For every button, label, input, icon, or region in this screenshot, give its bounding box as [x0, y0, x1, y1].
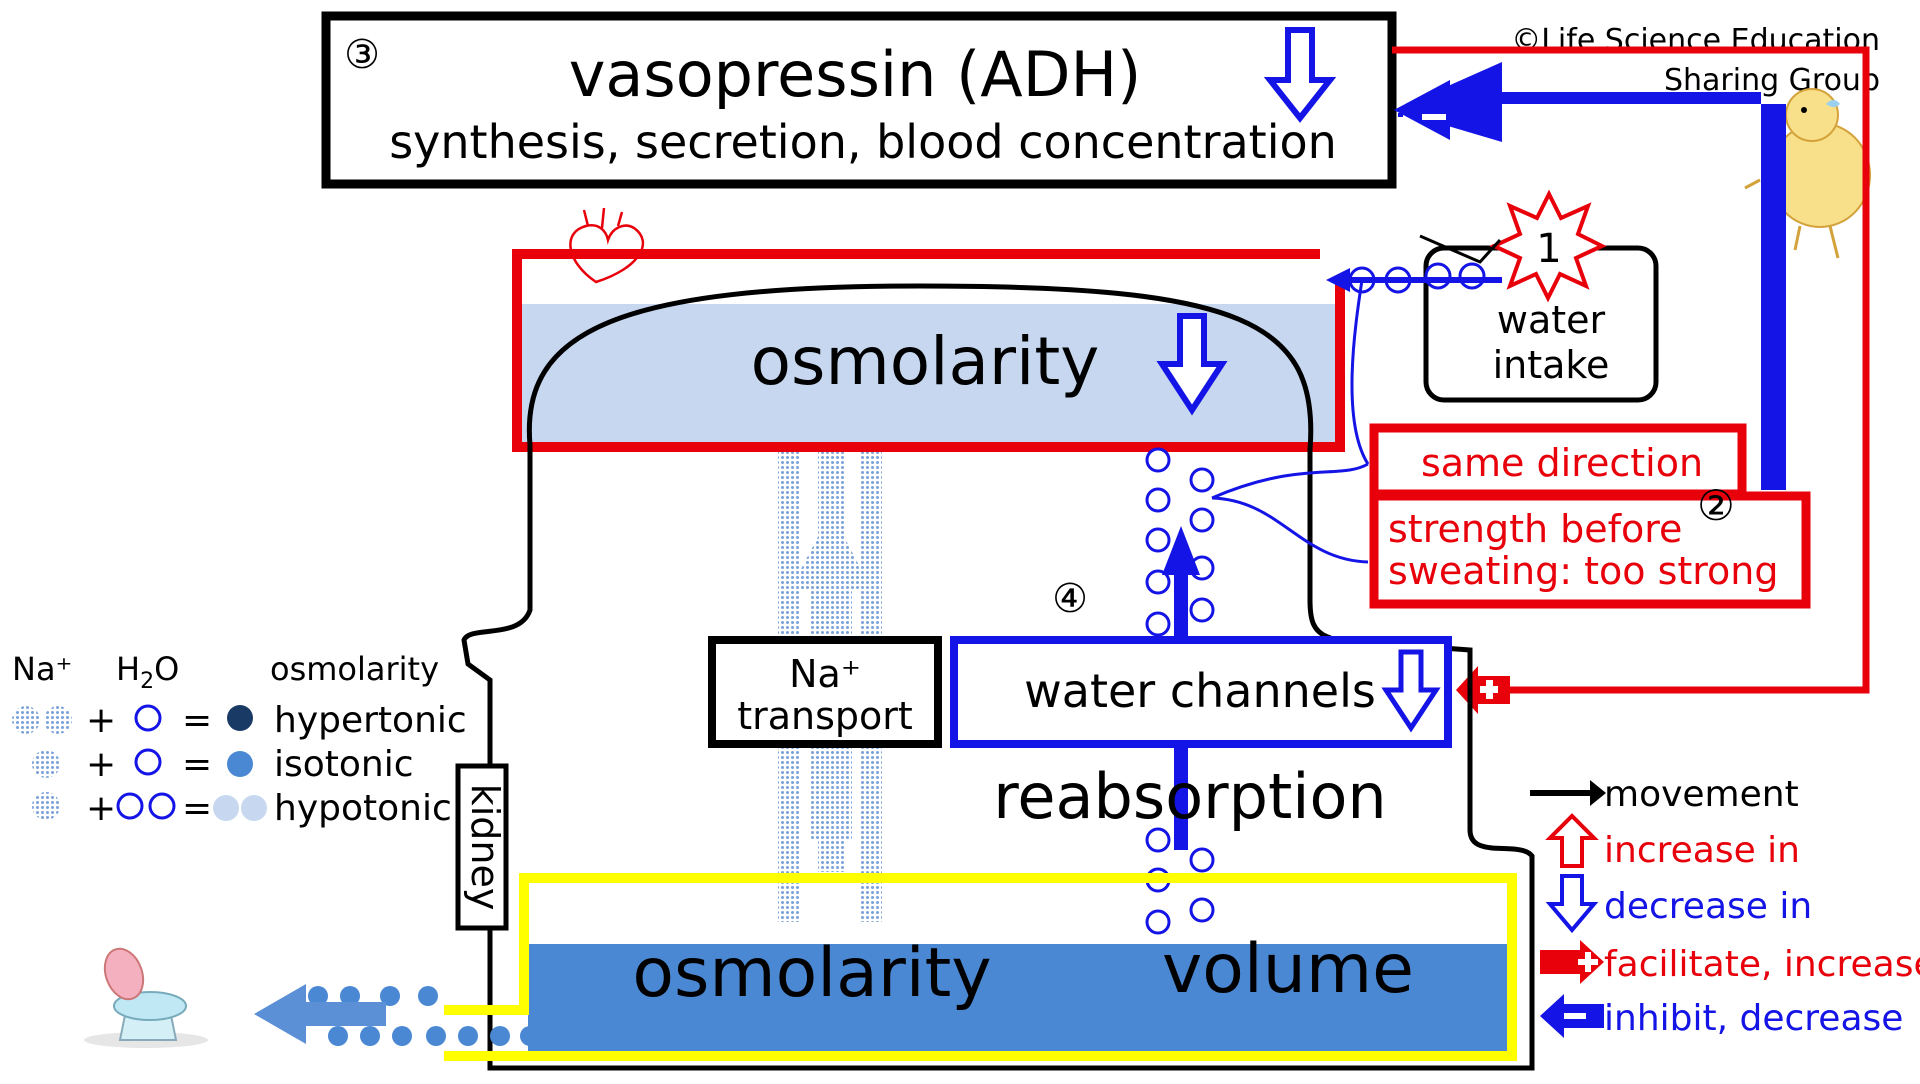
water-channels-box: water channels: [950, 636, 1452, 748]
key-na-header: Na⁺: [12, 650, 72, 688]
urine-box: osmolarity volume: [444, 873, 1517, 1061]
key-isotonic: isotonic: [274, 744, 414, 785]
note-number: ②: [1697, 481, 1735, 530]
key-plus-3: +: [86, 788, 116, 829]
water-intake-line2: intake: [1493, 343, 1610, 387]
water-channels-label: water channels: [1024, 664, 1376, 718]
kidney-number: ④: [1052, 576, 1088, 622]
arrow-legend: movement increase in decrease in facilit…: [1530, 774, 1920, 1039]
movement-arrow-icon: [1530, 780, 1606, 806]
legend-movement: movement: [1604, 774, 1799, 815]
key-equals-3: =: [182, 788, 212, 829]
heart-icon: [569, 207, 645, 284]
channels-decrease-arrow-icon: [1381, 649, 1441, 733]
urine-osmolarity-label: osmolarity: [632, 934, 991, 1013]
key-equals-1: =: [182, 700, 212, 741]
kidney-label: kidney: [463, 784, 507, 911]
key-equals-2: =: [182, 744, 212, 785]
key-hypotonic: hypotonic: [274, 788, 452, 829]
key-plus-1: +: [86, 700, 116, 741]
key-plus-2: +: [86, 744, 116, 785]
kidney-outline: [461, 283, 1535, 1071]
legend-inhibit: inhibit, decrease: [1604, 998, 1903, 1039]
decrease-arrow-icon: [1545, 874, 1599, 934]
adh-title: vasopressin (ADH): [569, 38, 1142, 111]
adh-decrease-arrow-icon: [1263, 27, 1337, 123]
inhibit-minus-arrow: [1394, 62, 1786, 490]
plasma-box: osmolarity: [512, 249, 1345, 452]
cup-icon: [1419, 234, 1502, 264]
water-intake-line1: water: [1497, 298, 1606, 342]
water-intake-box: water intake: [1423, 245, 1659, 403]
adh-to-channels-red-line: [1392, 46, 1870, 694]
note-strength-line1: strength before: [1388, 507, 1682, 551]
chick-illustration: [1744, 88, 1871, 259]
toilet-icon: [84, 947, 208, 1048]
plasma-osmolarity-label: osmolarity: [751, 323, 1100, 400]
facilitate-plus-arrow-icon: [1456, 666, 1510, 714]
adh-number: ③: [344, 32, 380, 78]
urine-volume-label: volume: [1162, 930, 1414, 1009]
excretion-dots: [308, 986, 540, 1046]
na-transport-box: Na⁺ transport: [708, 636, 942, 748]
adh-subtitle: synthesis, secretion, blood concentratio…: [389, 115, 1337, 169]
increase-arrow-icon: [1545, 813, 1599, 868]
adh-box: ③ vasopressin (ADH) synthesis, secretion…: [321, 11, 1397, 189]
excretion-left-arrow: [254, 984, 386, 1044]
legend-facilitate: facilitate, increase: [1604, 944, 1920, 985]
water-intake-number: 1: [1536, 226, 1561, 272]
plasma-decrease-arrow-icon: [1156, 313, 1228, 416]
na-transport-line2: transport: [737, 694, 913, 738]
reabsorption-label: reabsorption: [993, 760, 1386, 833]
key-hypertonic: hypertonic: [274, 700, 467, 741]
na-transport-line1: Na⁺: [789, 652, 861, 696]
kidney-label-box: kidney: [455, 763, 509, 931]
note-box: same direction ② strength before sweatin…: [1369, 423, 1811, 609]
key-h2o-header: H2O: [116, 650, 179, 694]
note-same-direction: same direction: [1421, 441, 1703, 485]
legend-decrease-in: decrease in: [1604, 886, 1812, 927]
key-osmolarity-header: osmolarity: [270, 650, 439, 688]
facilitate-arrow-icon: [1540, 940, 1604, 984]
thin-line-1: [1211, 279, 1370, 500]
intake-arrow: [1326, 268, 1502, 292]
tonicity-key: Na⁺ H2O osmolarity + = hypertonic + = is…: [12, 650, 467, 829]
legend-increase-in: increase in: [1604, 830, 1800, 871]
note-strength-line2: sweating: too strong: [1388, 549, 1779, 593]
starburst-icon: 1: [1489, 189, 1607, 303]
inhibit-arrow-icon: [1540, 994, 1604, 1038]
thin-line-2: [1211, 496, 1369, 564]
